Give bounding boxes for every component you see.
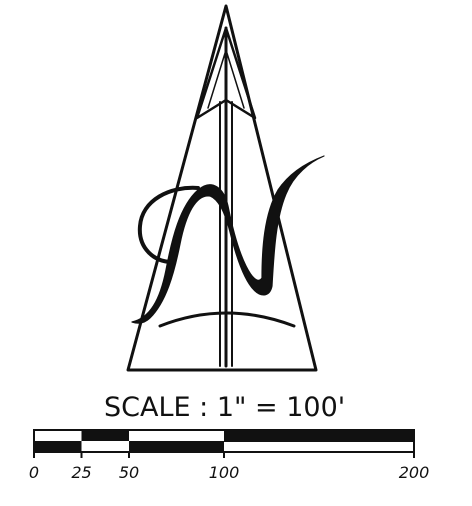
north-letter-n: N <box>131 155 325 324</box>
scale-label: SCALE : 1" = 100' <box>104 392 345 423</box>
scale-ticks: 0 25 50 100 200 <box>29 463 429 482</box>
scale-tick-label: 50 <box>119 463 139 482</box>
letter-n-loop <box>137 185 200 264</box>
north-arrow-head-inner <box>207 49 245 109</box>
scale-tick-label: 25 <box>71 463 91 482</box>
scale-tick-label: 100 <box>209 463 240 482</box>
scale-bar-segment <box>34 441 82 452</box>
scale-bar-segment <box>224 430 414 442</box>
letter-n-stroke <box>131 155 325 324</box>
scale-bar-segment <box>81 430 129 441</box>
scale-bar <box>33 429 415 458</box>
north-arrow-arc <box>158 311 296 328</box>
scale-tick-label: 200 <box>399 463 430 482</box>
scale-tick-label: 0 <box>29 463 39 482</box>
scale-bar-segment <box>129 441 224 452</box>
